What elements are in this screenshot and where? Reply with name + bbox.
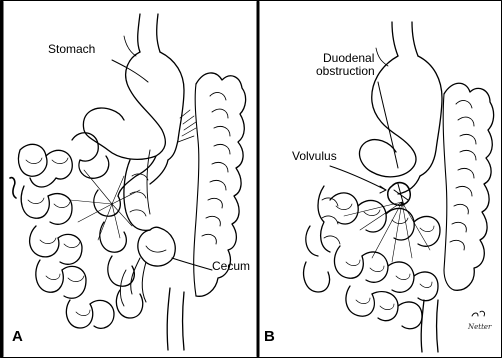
- signature-mark: [472, 311, 485, 316]
- esophagus-a: [138, 14, 140, 52]
- stomach-label: Stomach: [48, 43, 95, 56]
- cecum-label: Cecum: [212, 260, 250, 273]
- panel-a-drawing: [18, 14, 245, 350]
- edge-mark: [10, 178, 16, 198]
- duodenal-leader: [378, 82, 398, 168]
- duodenal-label-line2: obstruction: [316, 65, 375, 78]
- panel-b-letter: B: [264, 328, 275, 345]
- artist-signature: Netter: [468, 324, 491, 331]
- volvulus-label: Volvulus: [292, 150, 337, 163]
- cecum-a: [138, 227, 175, 266]
- stomach-b: [372, 56, 416, 177]
- cecum-leader: [172, 258, 212, 270]
- duodenum-b: [359, 140, 396, 172]
- stomach-a: [83, 52, 165, 159]
- volvulus-leader: [330, 166, 386, 190]
- panel-a-letter: A: [12, 328, 23, 345]
- colon-b: [444, 83, 494, 290]
- esophagus-a-right: [157, 14, 160, 52]
- stomach-leader: [112, 60, 148, 82]
